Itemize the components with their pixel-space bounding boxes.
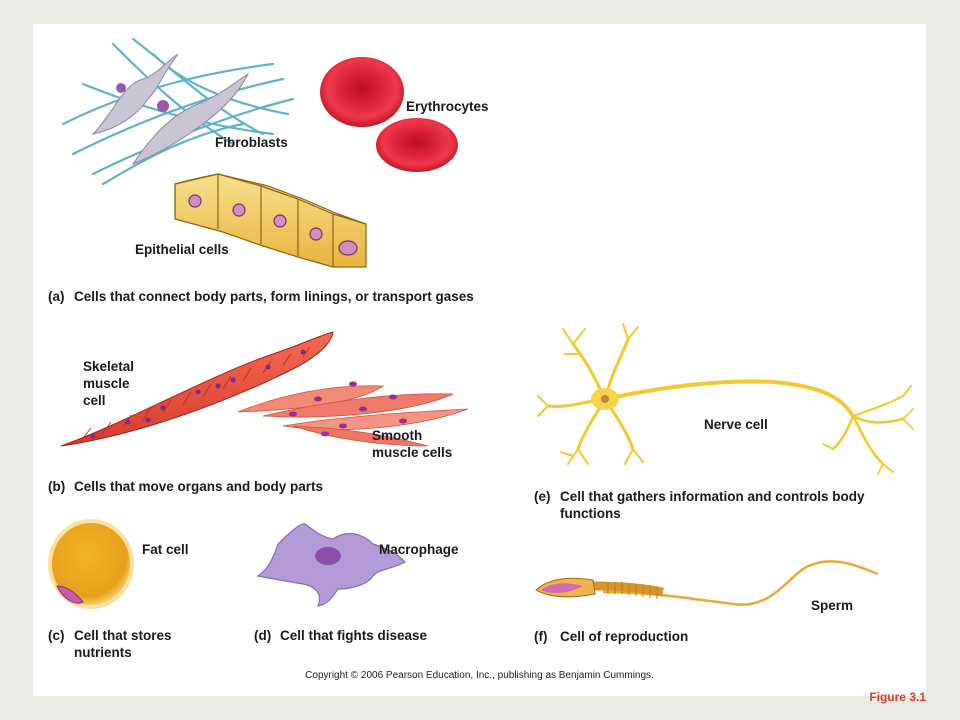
nerve-cell-graphic — [537, 323, 914, 475]
caption-e-text: Cell that gathers information and contro… — [560, 489, 865, 521]
erythrocytes-label: Erythrocytes — [406, 99, 489, 114]
fat-cell-label: Fat cell — [142, 542, 189, 557]
nerve-cell-label: Nerve cell — [704, 417, 768, 432]
caption-a-letter: (a) — [48, 289, 65, 304]
macrophage-graphic — [256, 523, 406, 607]
caption-c: (c) Cell that stores nutrients — [48, 627, 228, 661]
skeletal-muscle-graphic — [60, 331, 334, 447]
caption-b-text: Cells that move organs and body parts — [74, 479, 324, 494]
caption-c-letter: (c) — [48, 628, 65, 643]
caption-d-letter: (d) — [254, 628, 272, 643]
fibroblasts-label: Fibroblasts — [215, 135, 288, 150]
sperm-graphic — [535, 560, 879, 606]
copyright-notice: Copyright © 2006 Pearson Education, Inc.… — [305, 670, 654, 681]
fat-cell-graphic — [48, 519, 134, 609]
caption-a: (a) Cells that connect body parts, form l… — [48, 288, 648, 305]
macrophage-label: Macrophage — [379, 542, 459, 557]
erythrocytes-graphic — [320, 57, 458, 172]
caption-b-letter: (b) — [48, 479, 66, 494]
slide-panel: Fibroblasts Erythrocytes Epithelial cell… — [33, 24, 926, 696]
caption-e-letter: (e) — [534, 489, 551, 504]
caption-d: (d) Cell that fights disease — [254, 627, 514, 644]
caption-a-text: Cells that connect body parts, form lini… — [74, 289, 474, 304]
smooth-muscle-graphic — [237, 381, 469, 447]
skeletal-muscle-label: Skeletal muscle cell — [83, 359, 135, 408]
caption-e: (e) Cell that gathers information and con… — [534, 488, 914, 522]
cell-types-illustration — [48, 37, 914, 609]
caption-f-letter: (f) — [534, 629, 548, 644]
caption-b: (b) Cells that move organs and body parts — [48, 478, 468, 495]
fibroblasts-graphic — [61, 37, 295, 186]
fibroblast-cells — [91, 53, 250, 166]
smooth-muscle-label: Smooth muscle cells — [372, 428, 453, 460]
figure-label: Figure 3.1 — [869, 690, 926, 704]
sperm-label: Sperm — [811, 598, 854, 613]
caption-c-text: Cell that stores nutrients — [74, 628, 172, 660]
caption-f: (f) Cell of reproduction — [534, 628, 794, 645]
epithelial-cells-label: Epithelial cells — [135, 242, 229, 257]
caption-f-text: Cell of reproduction — [560, 629, 689, 644]
caption-d-text: Cell that fights disease — [280, 628, 428, 643]
epithelial-cells-graphic — [174, 173, 367, 268]
